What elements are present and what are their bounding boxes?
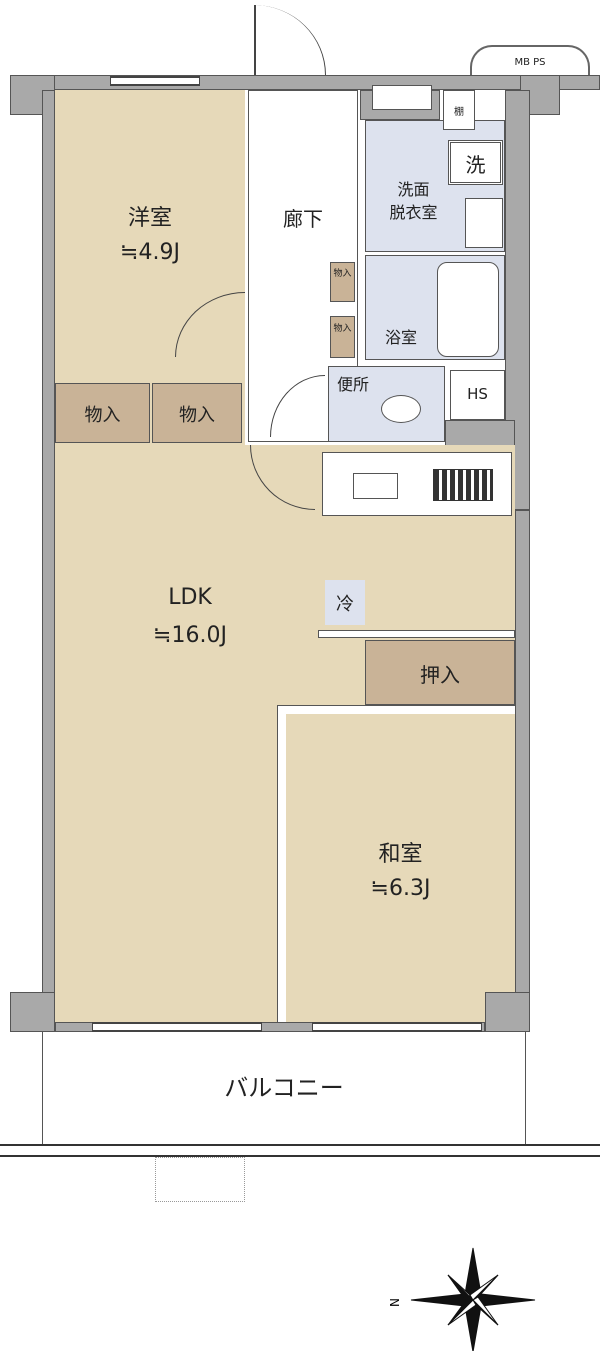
meter-box: MB PS <box>470 45 590 77</box>
compass-icon: N <box>388 1247 536 1351</box>
japanese-room: 和室 ≒6.3J <box>277 705 516 1024</box>
sink-icon <box>465 198 503 248</box>
window <box>92 1022 262 1032</box>
compass-north-label: N <box>388 1298 402 1307</box>
shelf: 棚 <box>443 90 475 130</box>
kitchen-sink-icon <box>353 473 398 499</box>
left-wall <box>42 90 55 1025</box>
western-room-area: ≒4.9J <box>120 240 180 265</box>
small-closet-label: 物入 <box>333 324 352 334</box>
window <box>110 76 200 86</box>
fridge-space: 冷 <box>325 580 365 625</box>
japanese-room-area: ≒6.3J <box>370 876 431 901</box>
bottom-wall <box>55 1022 485 1032</box>
washer-label: 洗 <box>465 153 486 177</box>
railing-line <box>0 1155 600 1157</box>
window <box>312 1022 482 1032</box>
hs: HS <box>450 370 505 420</box>
ldk-name: LDK <box>168 585 212 610</box>
closet: 物入 <box>55 383 150 443</box>
balcony-label: バルコニー <box>224 1074 344 1102</box>
bathroom-label: 浴室 <box>384 328 417 347</box>
bathtub-icon <box>437 262 499 357</box>
corridor-label: 廊下 <box>283 207 323 231</box>
toilet-icon <box>381 395 421 423</box>
partition <box>318 630 515 638</box>
small-closet: 物入 <box>330 262 355 302</box>
entrance-door <box>254 5 326 75</box>
shelf-label: 棚 <box>454 107 464 118</box>
western-room-name: 洋室 <box>127 206 172 231</box>
mb-ps-label: MB PS <box>514 57 546 68</box>
fridge-label: 冷 <box>336 594 354 615</box>
oshiire-label: 押入 <box>420 663 460 687</box>
kitchen-counter <box>322 452 512 516</box>
oshiire: 押入 <box>365 640 515 705</box>
balcony: バルコニー <box>42 1032 526 1144</box>
small-closet-label: 物入 <box>333 269 352 279</box>
toilet-label: 便所 <box>337 375 370 394</box>
washer: 洗 <box>448 140 503 185</box>
washroom-label: 洗面 <box>397 180 430 199</box>
evacuation-hatch <box>155 1157 245 1202</box>
hs-label: HS <box>467 385 488 403</box>
right-wall <box>505 90 530 510</box>
wall-corner <box>10 992 55 1032</box>
window <box>372 85 432 110</box>
ldk-area: ≒16.0J <box>153 623 227 648</box>
closet: 物入 <box>152 383 242 443</box>
wall-corner <box>485 992 530 1032</box>
japanese-room-name: 和室 <box>378 842 423 867</box>
closet-label: 物入 <box>179 405 215 426</box>
entrance-door-leaf <box>254 5 256 75</box>
closet-label: 物入 <box>84 405 121 426</box>
toilet: 便所 <box>328 366 445 442</box>
washroom-label: 脱衣室 <box>389 203 438 222</box>
stove-icon <box>433 469 493 501</box>
top-wall <box>10 75 600 90</box>
right-wall-lower <box>515 510 530 1025</box>
railing-line <box>0 1144 600 1146</box>
small-closet: 物入 <box>330 316 355 358</box>
